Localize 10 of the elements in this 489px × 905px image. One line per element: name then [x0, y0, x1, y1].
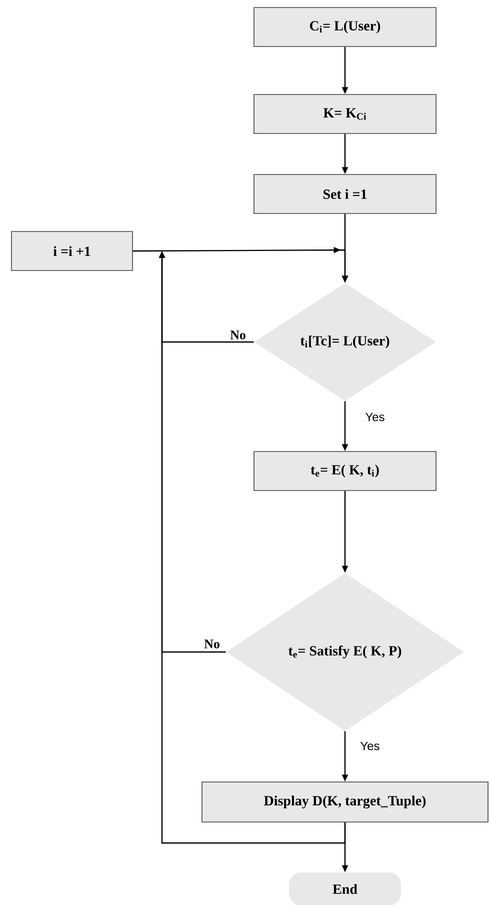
edge-label: No	[229, 330, 247, 340]
edge-label: Yes	[364, 412, 386, 422]
process-box: K= K$_{Ci}$	[254, 94, 436, 134]
edge-label: No	[203, 638, 221, 650]
edge-label: Yes	[359, 740, 381, 752]
process-box: t$_{e}$= E( K, t$_{i}$)	[254, 451, 436, 491]
process-box: Set i =1	[254, 174, 436, 214]
process-box: i =i +1	[11, 231, 133, 271]
process-box: C$_{i}$= L(User)	[254, 7, 436, 47]
process-box: Display D(K, target_Tuple)	[202, 782, 488, 822]
